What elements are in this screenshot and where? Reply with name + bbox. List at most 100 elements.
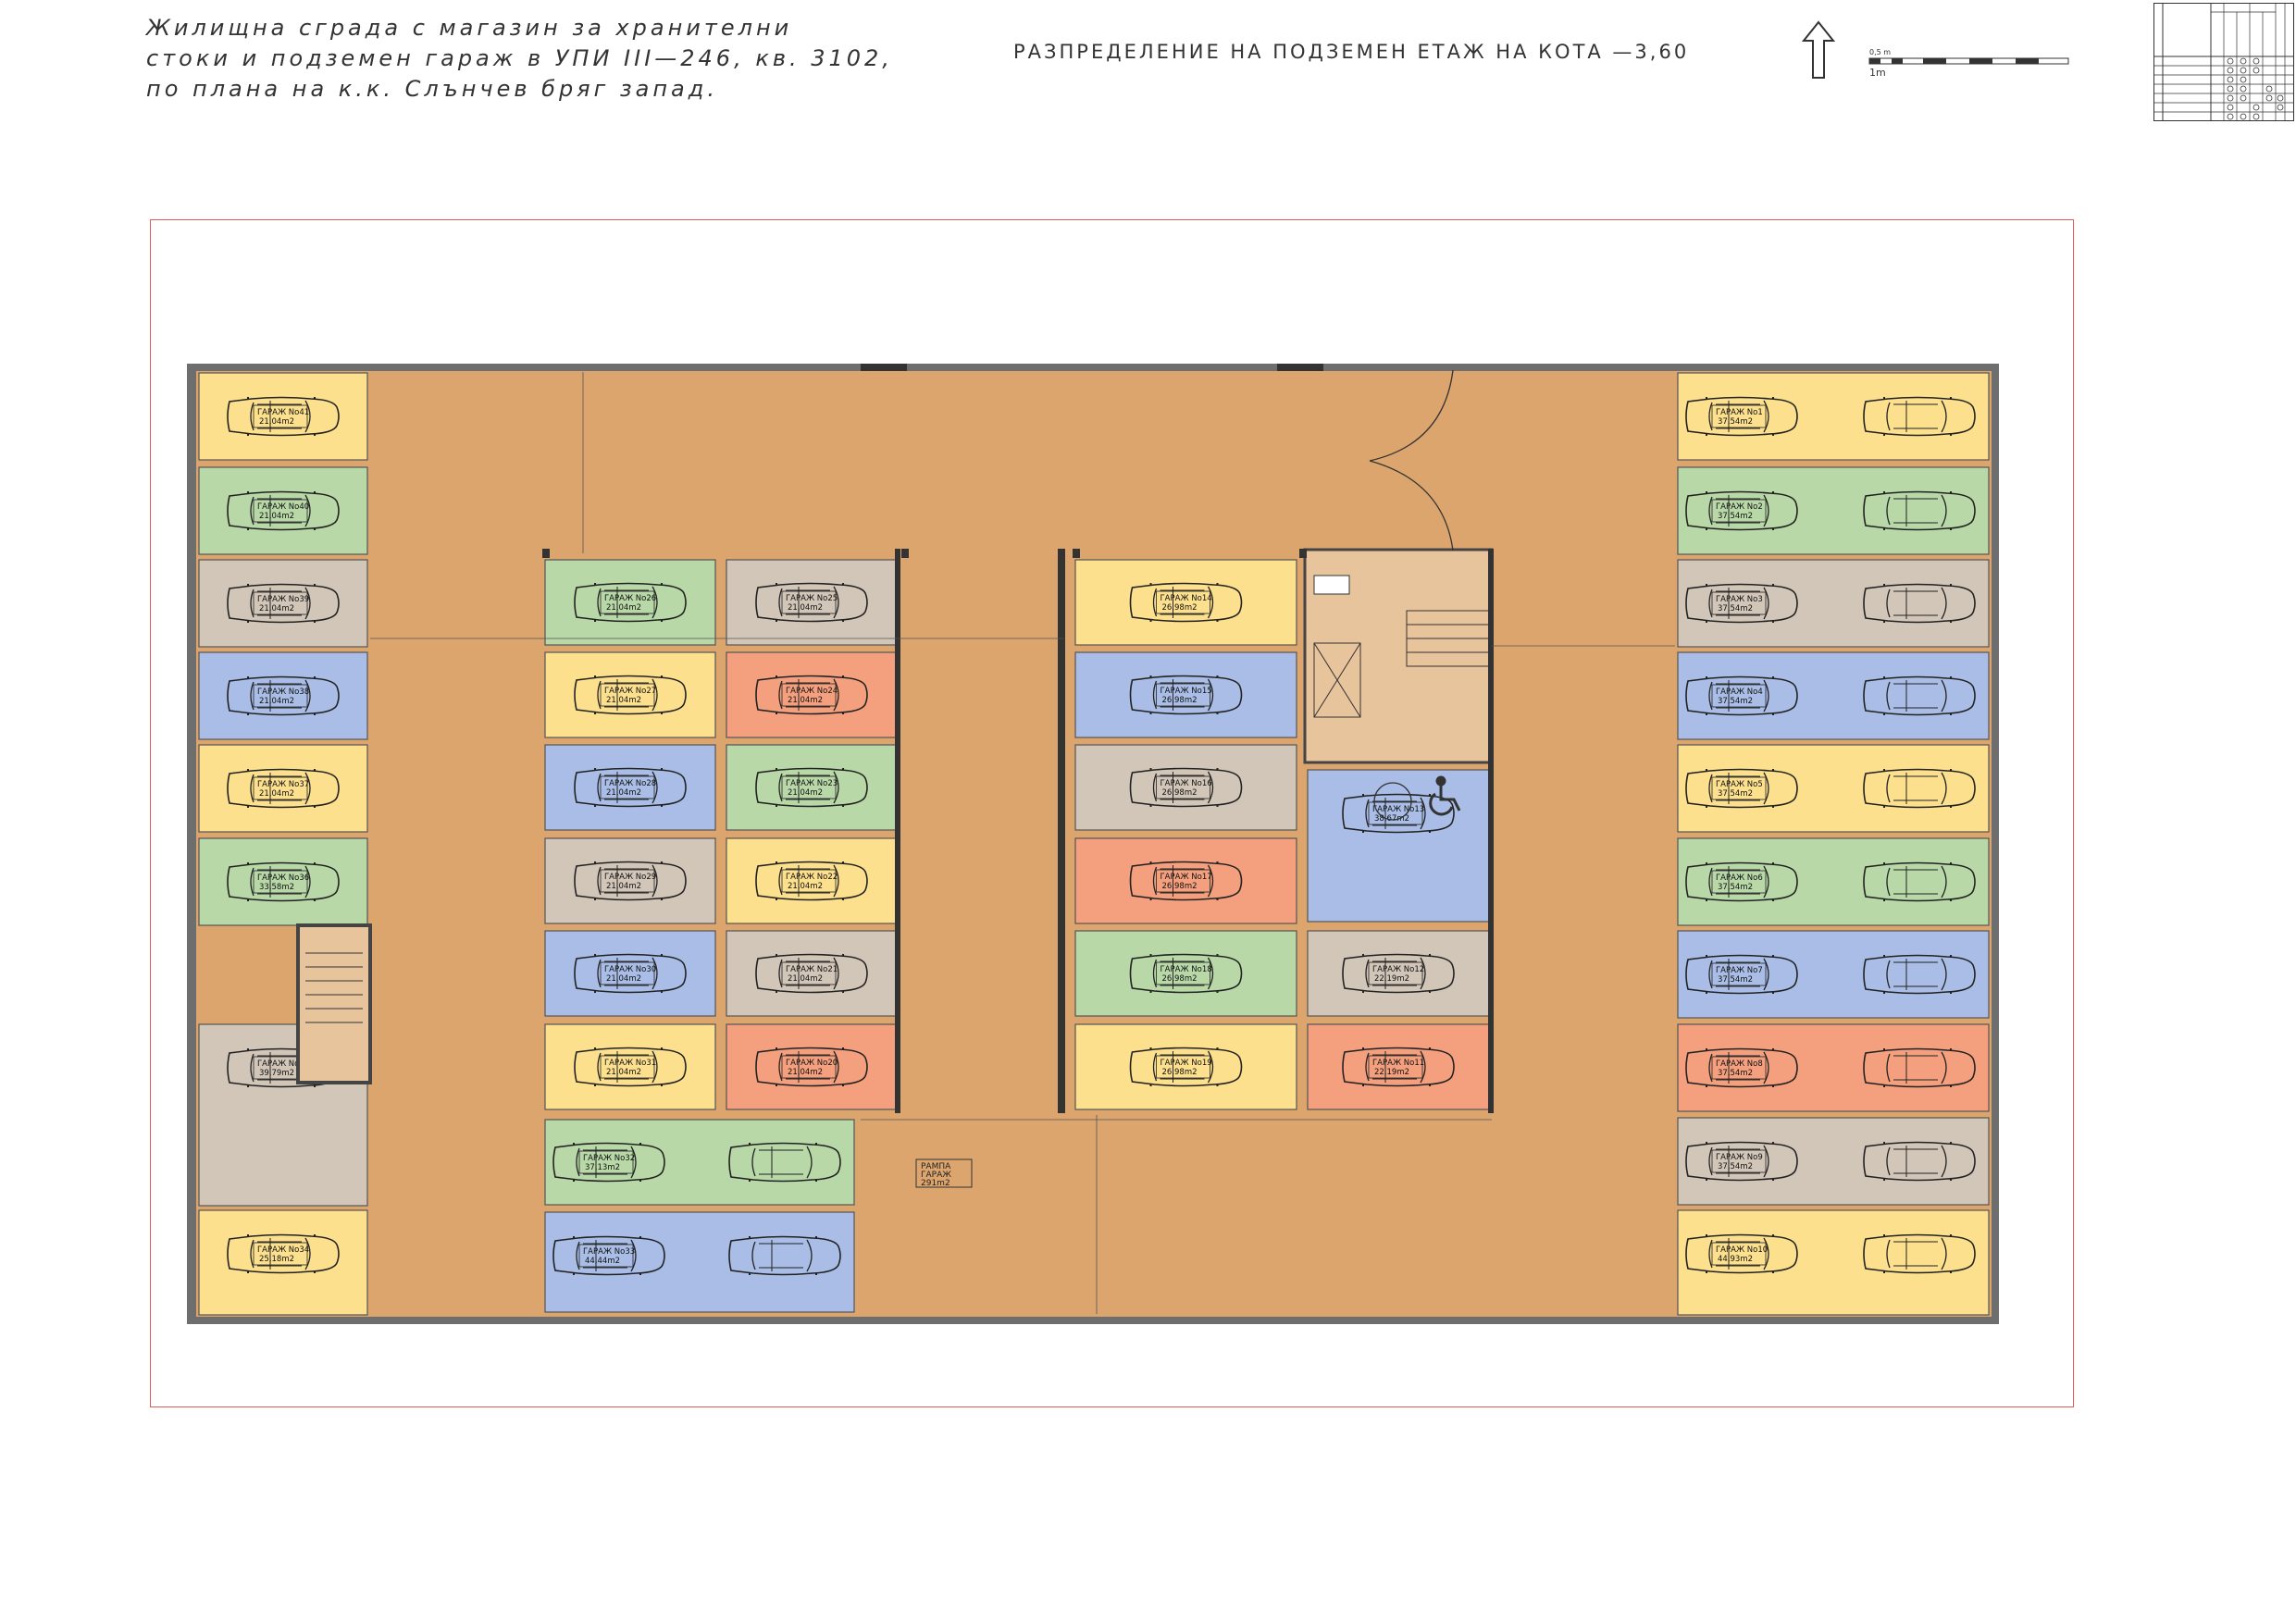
garage-area: 21,04m2: [788, 696, 823, 705]
garage-spot-fill: [1074, 651, 1297, 738]
garage-label-box: [1156, 1055, 1210, 1079]
garage-area: 26,98m2: [1162, 603, 1198, 613]
garage-area: 22,19m2: [1374, 974, 1409, 984]
garage-number: ГАРАЖ No21: [786, 965, 838, 974]
garage-area: 21,04m2: [259, 417, 294, 427]
garage-label-box: [1156, 961, 1210, 985]
garage-label-box: [600, 961, 655, 985]
garage-spot-fill: [1074, 930, 1297, 1017]
garage-number: ГАРАЖ No38: [257, 688, 309, 697]
garage-area: 37,54m2: [1718, 1069, 1753, 1078]
garage-label-box: [600, 683, 655, 707]
garage-number: ГАРАЖ No10: [1716, 1245, 1768, 1255]
garage-spot-fill: [1677, 930, 1990, 1019]
garage-label-box: [578, 1244, 634, 1268]
garage-spot-fill: [1677, 837, 1990, 926]
garage-number: ГАРАЖ No27: [604, 687, 656, 696]
garage-spot-fill: [726, 744, 898, 831]
garage-spot-fill: [1074, 1023, 1297, 1110]
garage-number: ГАРАЖ No8: [1716, 1059, 1763, 1069]
garage-spot-fill: [544, 1023, 716, 1110]
garage-spot-fill: [544, 837, 716, 924]
garage-area: 37,54m2: [1718, 512, 1753, 521]
garage-label-box: [1156, 683, 1210, 707]
garage-number: ГАРАЖ No9: [1716, 1153, 1763, 1162]
garage-area: 21,04m2: [788, 603, 823, 613]
garage-area: 21,04m2: [788, 974, 823, 984]
drawing-frame: [150, 219, 2074, 1407]
garage-area: 38,67m2: [1374, 814, 1409, 824]
garage-spot-fill: [1677, 651, 1990, 740]
garage-area: 21,04m2: [606, 603, 641, 613]
garage-spot-fill: [544, 651, 716, 738]
garage-area: 37,54m2: [1718, 697, 1753, 706]
ramp-label-2: ГАРАЖ: [921, 1171, 951, 1180]
garage-area: 26,98m2: [1162, 974, 1198, 984]
garage-label-box: [1368, 1055, 1423, 1079]
garage-area: 25,18m2: [259, 1255, 294, 1264]
garage-number: ГАРАЖ No31: [604, 1059, 656, 1068]
garage-spot-fill: [726, 1023, 898, 1110]
garage-area: 37,54m2: [1718, 604, 1753, 613]
garage-number: ГАРАЖ No39: [257, 595, 309, 604]
garage-number: ГАРАЖ No30: [604, 965, 656, 974]
garage-number: ГАРАЖ No14: [1160, 594, 1212, 603]
garage-label-box: [253, 870, 308, 894]
garage-label-box: [1711, 684, 1767, 708]
garage-label-box: [781, 775, 837, 799]
garage-number: ГАРАЖ No7: [1716, 966, 1763, 975]
garage-number: ГАРАЖ No17: [1160, 873, 1212, 882]
garage-area: 21,04m2: [788, 788, 823, 798]
garage-area: 21,04m2: [788, 1068, 823, 1077]
garage-label-box: [1156, 869, 1210, 893]
garage-spot-fill: [544, 1119, 855, 1206]
garage-label-box: [1368, 801, 1423, 825]
garage-label-box: [1711, 591, 1767, 615]
garage-label-box: [578, 1150, 634, 1174]
garage-number: ГАРАЖ No18: [1160, 965, 1212, 974]
garage-spot-fill: [1074, 744, 1297, 831]
garage-area: 37,13m2: [585, 1163, 620, 1172]
garage-spot-fill: [544, 1211, 855, 1313]
